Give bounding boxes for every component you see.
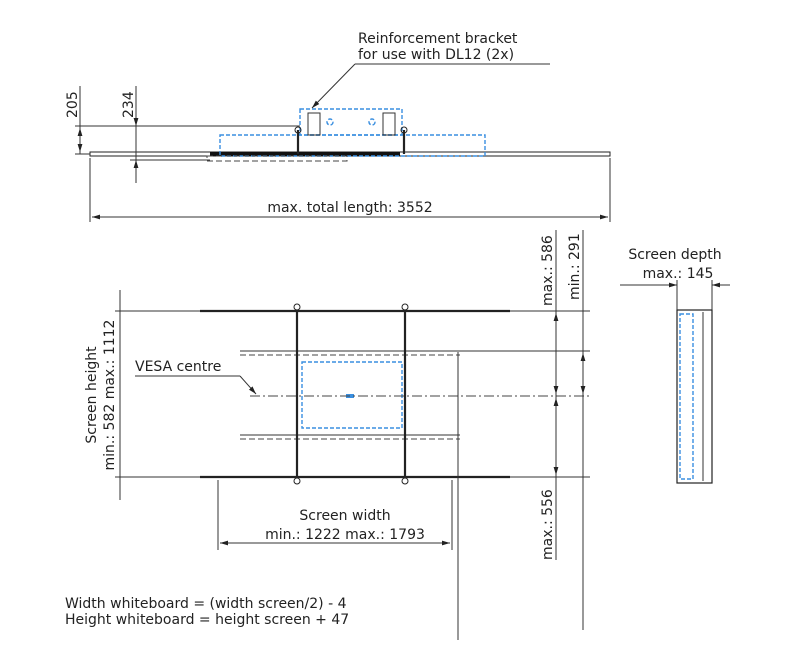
screen-depth-value: max.: 145 bbox=[643, 266, 714, 282]
bracket-callout-line2: for use with DL12 (2x) bbox=[358, 47, 514, 63]
vesa-centre-label: VESA centre bbox=[135, 359, 221, 375]
reinforcement-bracket bbox=[299, 108, 403, 136]
total-length-label: max. total length: 3552 bbox=[267, 200, 432, 216]
screen-width-range: min.: 1222 max.: 1793 bbox=[265, 527, 425, 543]
side-view: Screen depth max.: 145 bbox=[620, 247, 730, 484]
dim-234: 234 bbox=[121, 91, 137, 118]
bracket-callout-line1: Reinforcement bracket bbox=[358, 31, 518, 47]
screen-width-label: Screen width bbox=[299, 508, 390, 524]
note-height-whiteboard: Height whiteboard = height screen + 47 bbox=[65, 612, 349, 628]
dim-205: 205 bbox=[65, 91, 81, 118]
screen-height-label: Screen height bbox=[84, 346, 100, 444]
screen-depth-label: Screen depth bbox=[628, 247, 721, 263]
front-view: VESA centre Screen height min.: 582 max.… bbox=[84, 230, 590, 640]
screen-height-range: min.: 582 max.: 1112 bbox=[102, 320, 118, 471]
dim-max-556: max.: 556 bbox=[540, 489, 556, 560]
dim-max-586: max.: 586 bbox=[540, 235, 556, 306]
dim-min-291: min.: 291 bbox=[567, 233, 583, 300]
note-width-whiteboard: Width whiteboard = (width screen/2) - 4 bbox=[65, 596, 347, 612]
vesa-plate bbox=[301, 361, 403, 429]
top-view: Reinforcement bracket for use with DL12 … bbox=[65, 31, 611, 222]
